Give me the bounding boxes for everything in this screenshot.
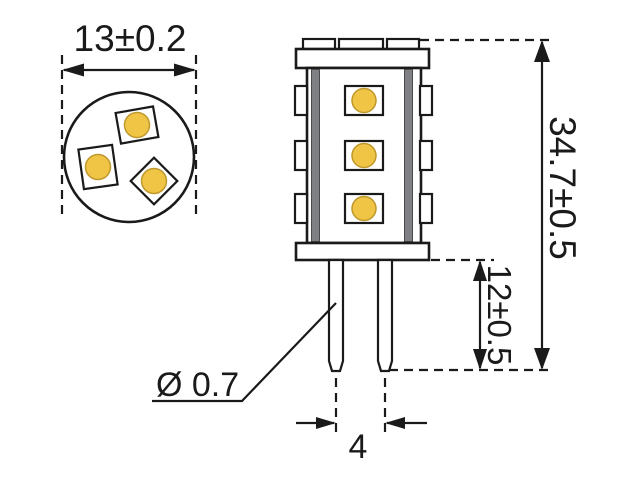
bottom-cap	[294, 241, 431, 262]
led-die	[351, 87, 377, 114]
lamp-head-outline	[62, 90, 196, 224]
dim-pin-length-label: 12±0.5	[481, 265, 518, 366]
arrowhead-left-icon	[62, 63, 84, 77]
side-view	[293, 37, 434, 373]
arrowhead-up-icon	[534, 40, 550, 62]
led-die	[84, 153, 112, 181]
top-led-3	[385, 37, 421, 51]
dim-pin-pitch-label: 4	[349, 428, 368, 466]
dim-pin-diameter-label: Ø 0.7	[156, 366, 239, 404]
arrowhead-right-icon	[316, 417, 336, 429]
side-led-right-3	[418, 192, 434, 225]
side-led-left-3	[293, 192, 309, 225]
arrowhead-down-icon	[473, 349, 487, 370]
dim-pin-diameter: Ø 0.7	[152, 302, 337, 404]
led-die	[140, 167, 168, 195]
dim-pin-pitch: 4	[296, 378, 427, 466]
dim-head-diameter-label: 13±0.2	[74, 18, 187, 59]
led-chip-left	[77, 143, 119, 191]
top-cap	[294, 47, 431, 70]
arrowhead-down-icon	[534, 348, 550, 370]
led-chip-top	[114, 105, 160, 145]
pcb-strip-right	[404, 69, 413, 242]
dim-overall-height: 34.7±0.5	[389, 38, 583, 372]
front-led-1	[343, 84, 385, 117]
arrowhead-right-icon	[174, 63, 196, 77]
front-led-3	[343, 192, 385, 225]
led-die	[351, 142, 377, 169]
top-led-2	[337, 37, 385, 51]
dim-pin-length: 12±0.5	[431, 258, 518, 370]
front-led-2	[343, 139, 385, 172]
side-led-right-1	[418, 84, 434, 117]
top-view: 13±0.2	[60, 18, 198, 224]
side-led-left-1	[293, 84, 309, 117]
side-led-right-2	[418, 139, 434, 172]
arrowhead-up-icon	[473, 260, 487, 281]
led-die	[123, 111, 151, 139]
pin-left	[327, 258, 345, 373]
led-chip-bottom-right	[129, 156, 179, 206]
leader-line	[152, 302, 337, 403]
led-die	[351, 195, 377, 222]
top-led-1	[301, 37, 337, 51]
pin-right	[376, 258, 394, 373]
pcb-strip-left	[311, 69, 320, 242]
arrowhead-left-icon	[385, 417, 405, 429]
dim-overall-height-label: 34.7±0.5	[542, 116, 583, 260]
side-led-left-2	[293, 139, 309, 172]
